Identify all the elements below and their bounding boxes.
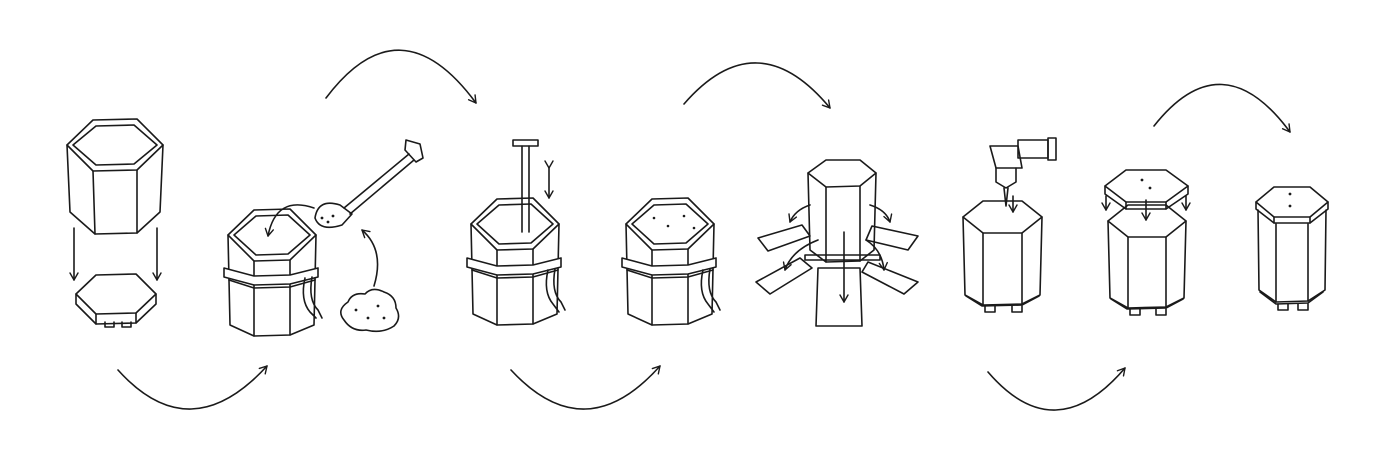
arc-arrow-6-to-7 bbox=[1154, 84, 1290, 132]
strapped-form-3 bbox=[467, 198, 565, 325]
step-1-formwork-on-base bbox=[67, 119, 163, 327]
strap-tail bbox=[303, 277, 322, 318]
detail-dots bbox=[320, 178, 1292, 320]
step-8-finished-column bbox=[1256, 187, 1328, 310]
tamper-icon bbox=[513, 140, 538, 232]
hex-base-plate-icon bbox=[76, 274, 156, 327]
column-icon-7 bbox=[1108, 205, 1186, 315]
step-6-drill-top bbox=[963, 138, 1056, 312]
strapped-form-icon bbox=[224, 209, 322, 336]
pour-arrow bbox=[268, 205, 314, 236]
step-5-remove-panels bbox=[756, 160, 918, 326]
arc-arrow-1-to-2 bbox=[118, 366, 267, 409]
step-4-filled-form bbox=[622, 198, 720, 325]
soil-pile-icon bbox=[341, 289, 399, 331]
scoop-arrow bbox=[362, 230, 378, 286]
shovel-icon bbox=[315, 140, 423, 227]
hex-formwork-icon bbox=[67, 119, 163, 234]
step-2-shovel-soil bbox=[224, 140, 423, 336]
step-3-ram-soil bbox=[467, 140, 565, 325]
drill-icon bbox=[990, 138, 1056, 206]
arc-arrow-4-to-5 bbox=[684, 63, 830, 108]
rammed-column-icon bbox=[805, 160, 880, 262]
step-7-fit-cap bbox=[1105, 170, 1188, 315]
arc-arrow-5-to-6 bbox=[988, 368, 1125, 410]
panel-icons bbox=[756, 225, 918, 326]
column-icon bbox=[963, 201, 1042, 312]
arc-arrow-3-to-4 bbox=[511, 366, 660, 409]
transition-arrows bbox=[118, 50, 1290, 410]
strap bbox=[224, 268, 318, 285]
panel-release-arrows bbox=[785, 205, 890, 302]
arc-arrow-2-to-3 bbox=[326, 50, 476, 103]
